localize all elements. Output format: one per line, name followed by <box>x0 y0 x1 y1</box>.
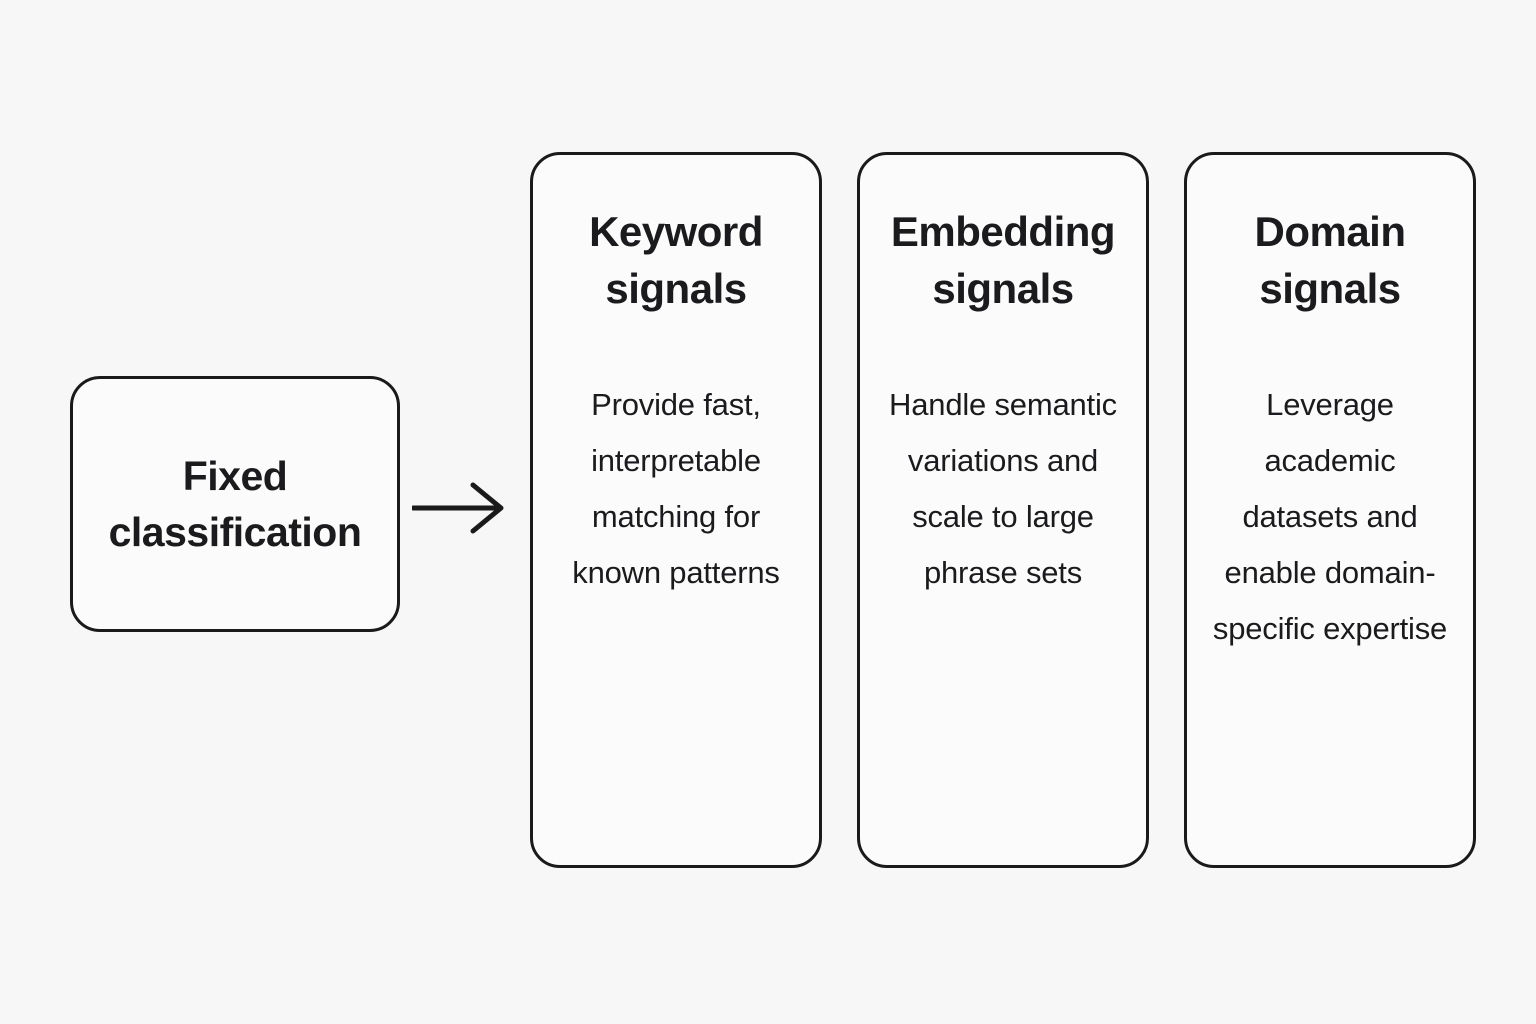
keyword-signals-title: Keyword signals <box>589 208 763 312</box>
keyword-signals-description: Provide fast, interpretable matching for… <box>572 387 780 590</box>
fixed-classification-label: Fixed classification <box>108 453 362 555</box>
keyword-signals-card: Keyword signals Provide fast, interpreta… <box>530 152 822 868</box>
domain-signals-title: Domain signals <box>1254 208 1406 312</box>
embedding-signals-card: Embedding signals Handle semantic variat… <box>857 152 1149 868</box>
fixed-classification-box: Fixed classification <box>70 376 400 632</box>
embedding-signals-title: Embedding signals <box>890 208 1116 312</box>
right-arrow-icon <box>412 482 504 534</box>
domain-signals-card: Domain signals Leverage academic dataset… <box>1184 152 1476 868</box>
embedding-signals-description: Handle semantic variations and scale to … <box>889 387 1117 590</box>
domain-signals-description: Leverage academic datasets and enable do… <box>1212 387 1448 646</box>
